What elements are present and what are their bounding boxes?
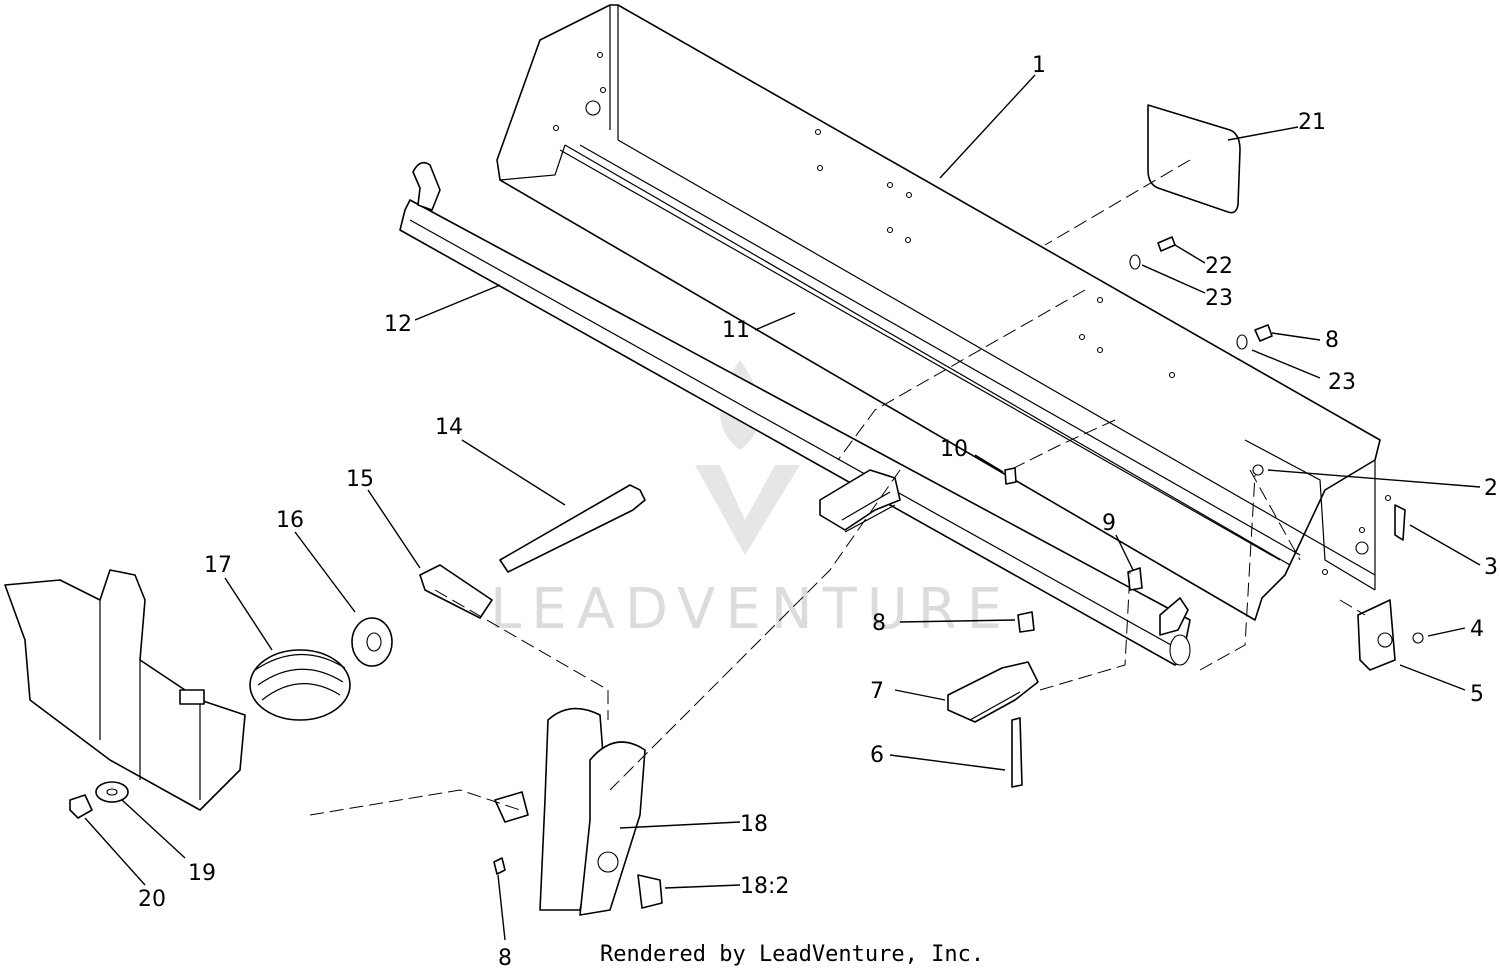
callout-22: 22 (1205, 254, 1233, 279)
callout-14: 14 (435, 415, 463, 440)
watermark: LEADVENTURE (490, 360, 1012, 642)
agitator-shaft (399, 161, 1191, 666)
callout-23-lower: 23 (1328, 370, 1356, 395)
callout-8-middle: 8 (872, 611, 886, 636)
callout-7: 7 (870, 679, 884, 704)
watermark-text: LEADVENTURE (490, 577, 1012, 642)
mount-bracket (4, 569, 246, 811)
long-bolt (499, 484, 646, 573)
hopper-box (496, 4, 1392, 621)
callout-1: 1 (1032, 53, 1046, 78)
callout-18-2: 18:2 (740, 874, 789, 899)
callout-9: 9 (1102, 511, 1116, 536)
callout-8-right: 8 (1325, 328, 1339, 353)
spring (249, 649, 351, 721)
callout-18: 18 (740, 812, 768, 837)
callout-3: 3 (1484, 555, 1498, 580)
leader-lines (84, 74, 1481, 941)
callout-17: 17 (204, 553, 232, 578)
yoke-bracket-lower (947, 661, 1039, 723)
callout-8-bottom: 8 (498, 946, 512, 971)
callout-4: 4 (1470, 617, 1484, 642)
callout-5: 5 (1470, 682, 1484, 707)
watermark-v-icon (695, 465, 800, 555)
callout-12: 12 (384, 312, 412, 337)
pivot-arm (539, 707, 646, 916)
decal-plate (1147, 104, 1241, 214)
callout-11: 11 (722, 318, 750, 343)
callout-20: 20 (138, 887, 166, 912)
scraper-bar (559, 149, 1281, 561)
hardware (493, 236, 1424, 909)
callout-23-upper: 23 (1205, 286, 1233, 311)
callouts: 1 2 3 4 5 6 7 8 8 8 9 10 11 12 14 15 16 … (138, 53, 1498, 971)
callout-19: 19 (188, 861, 216, 886)
sleeve (419, 564, 493, 619)
credit-line: Rendered by LeadVenture, Inc. (600, 942, 985, 967)
callout-10: 10 (940, 437, 968, 462)
callout-15: 15 (346, 467, 374, 492)
callout-6: 6 (870, 743, 884, 768)
yoke-bracket-upper (819, 469, 901, 533)
spring-cap (351, 617, 393, 667)
assembly-lines (309, 159, 1366, 816)
callout-2: 2 (1484, 476, 1498, 501)
callout-16: 16 (276, 508, 304, 533)
washer-nut (69, 781, 129, 819)
callout-21: 21 (1298, 110, 1326, 135)
